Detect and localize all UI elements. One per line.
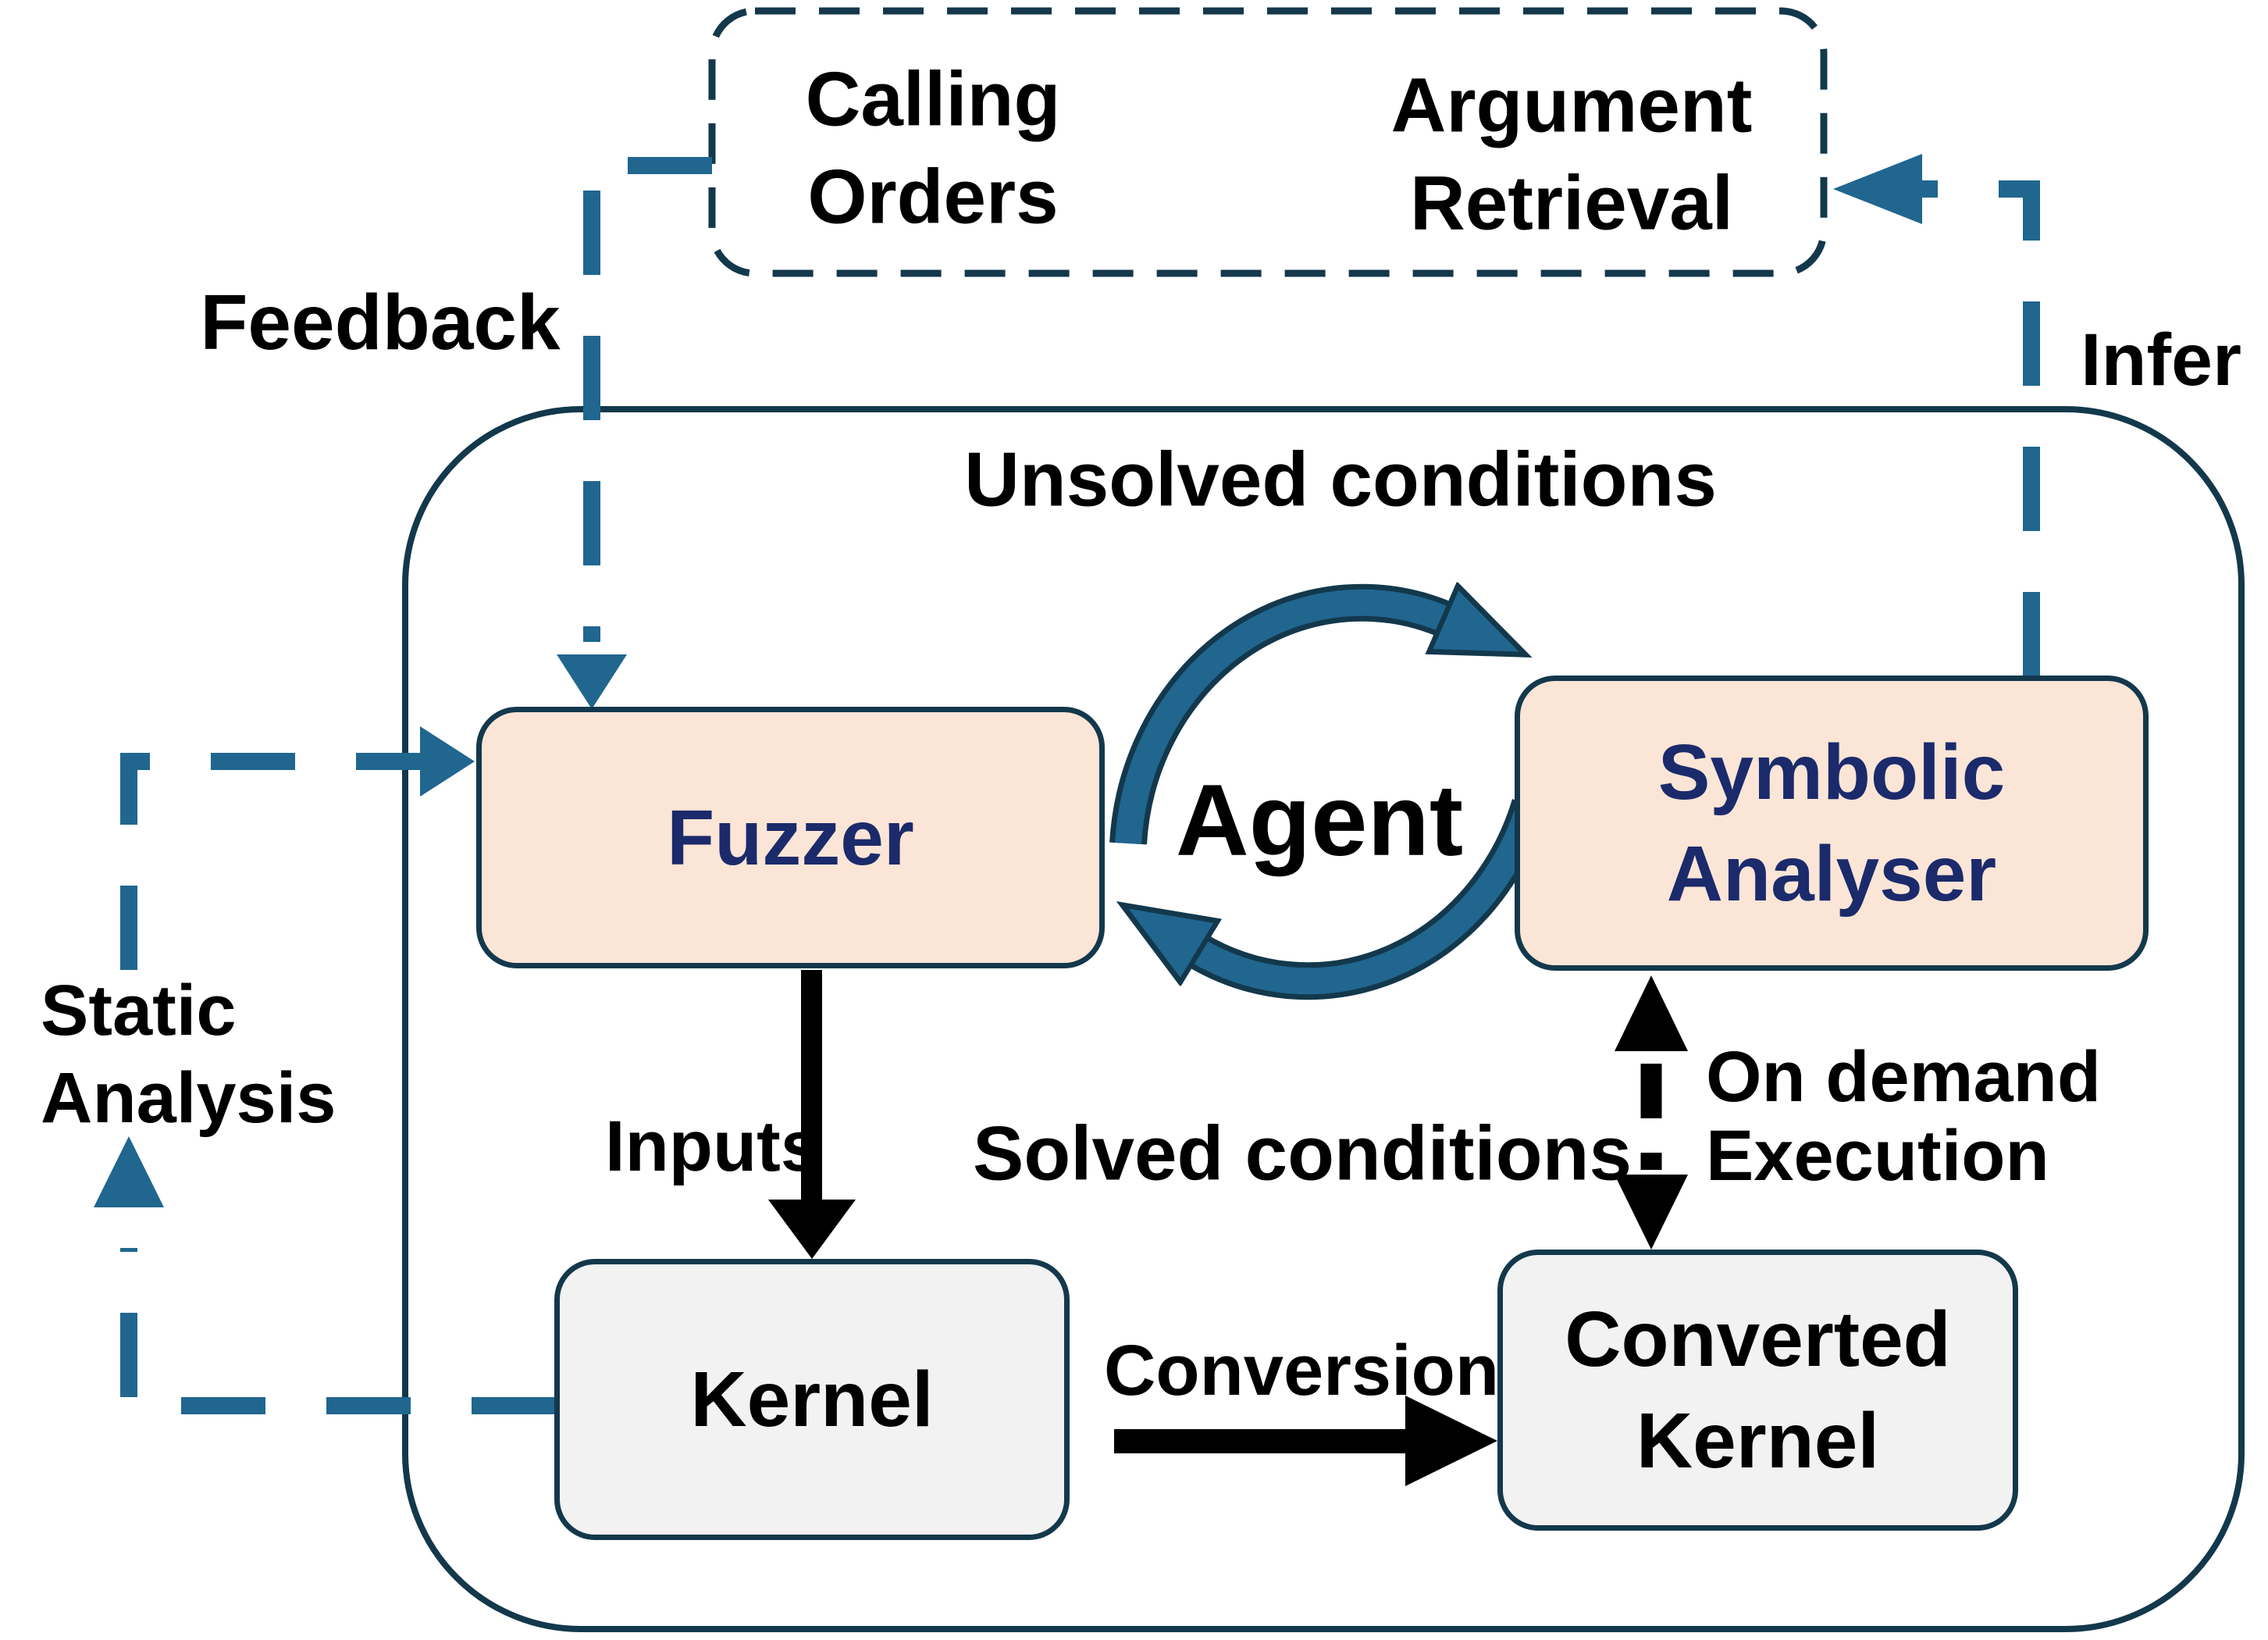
calling-orders-label: Calling Orders (805, 55, 1061, 240)
on-demand-down-arrowhead-icon (1615, 1175, 1688, 1250)
symbolic-analyser-node-label-line2: Analyser (1666, 830, 1997, 918)
on-demand-execution-label: On demand Execution (1706, 1036, 2102, 1196)
fuzzer-node-label: Fuzzer (667, 793, 914, 882)
fuzzer-node: Fuzzer (476, 707, 1105, 968)
symbolic-analyser-node-label-line1: Symbolic (1657, 729, 2006, 816)
system-container-outline (402, 406, 2245, 1632)
symbolic-analyser-node: Symbolic Analyser (1515, 676, 2149, 971)
solved-conditions-label: Solved conditions (973, 1110, 1632, 1196)
conversion-arrowhead-icon (1405, 1396, 1497, 1486)
inputs-arrowhead-icon (768, 1200, 856, 1259)
unsolved-conditions-arc (1115, 603, 1448, 845)
feedback-arrow-line (583, 157, 712, 642)
inputs-label: Inputs (605, 1107, 821, 1187)
static-analysis-label: Static Analysis (41, 970, 336, 1138)
calling-orders-argument-retrieval-box (708, 7, 1828, 277)
agent-cycle-arrows (1109, 603, 1548, 1000)
infer-label: Infer (2081, 319, 2241, 402)
infer-arrowhead-icon (1833, 154, 1922, 224)
argument-retrieval-label: Argument Retrieval (1390, 62, 1753, 246)
solved-conditions-arc (1195, 800, 1543, 995)
feedback-arrowhead-icon (557, 654, 627, 709)
agent-label: Agent (1175, 762, 1464, 877)
inputs-arrow-shaft (801, 970, 822, 1203)
kernel-to-static-analysis-line (120, 1248, 556, 1414)
fuzzer-in-arrowhead-icon (420, 726, 475, 797)
infer-arrow-line (1922, 180, 2040, 676)
on-demand-up-arrowhead-icon (1615, 975, 1688, 1051)
converted-kernel-node-label-line1: Converted (1565, 1296, 1951, 1383)
conversion-label: Conversion (1103, 1331, 1500, 1411)
kernel-node: Kernel (554, 1259, 1070, 1540)
unsolved-conditions-label: Unsolved conditions (964, 436, 1717, 522)
converted-kernel-node: Converted Kernel (1497, 1250, 2018, 1531)
static-analysis-to-fuzzer-line (120, 753, 420, 970)
feedback-label: Feedback (200, 279, 561, 366)
static-analysis-arrowhead-icon (94, 1136, 164, 1207)
conversion-arrow-shaft (1114, 1429, 1407, 1453)
kernel-node-label: Kernel (690, 1356, 934, 1443)
converted-kernel-node-label-line2: Kernel (1636, 1397, 1880, 1485)
